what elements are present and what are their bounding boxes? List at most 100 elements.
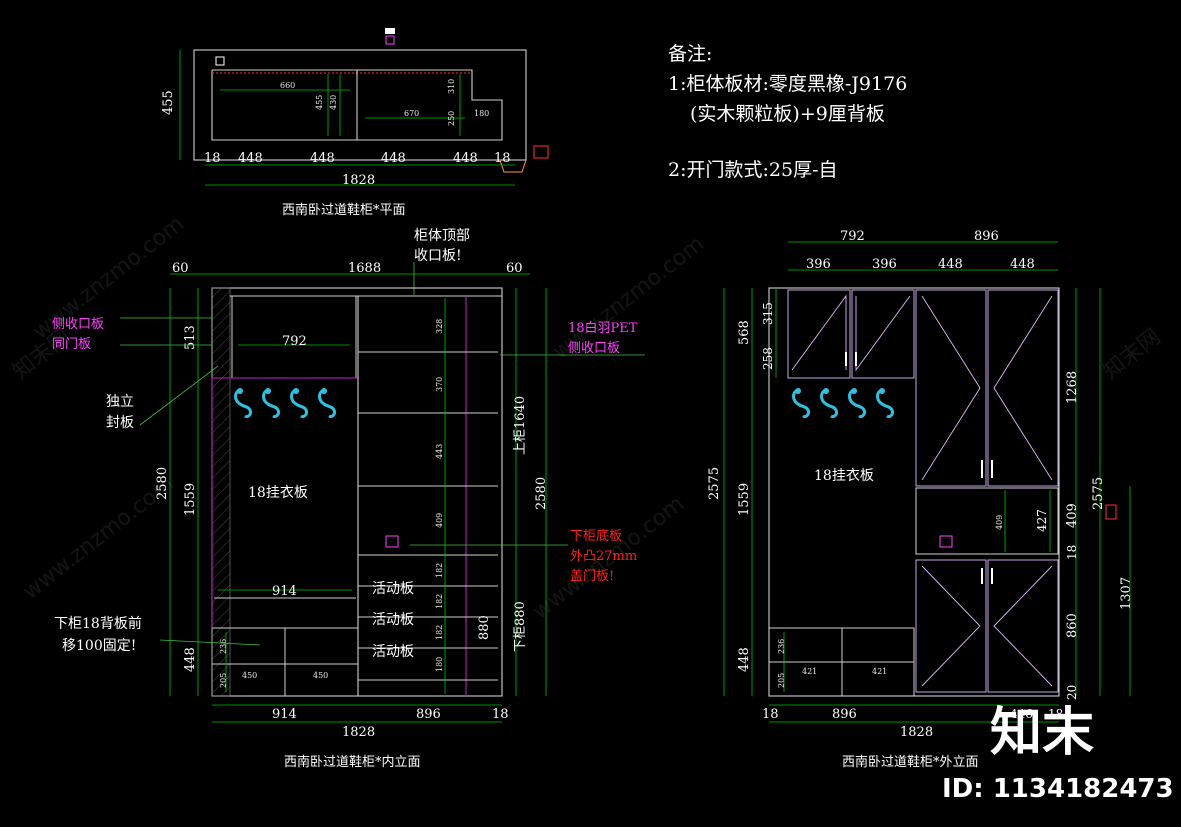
outer-hang-label: 18挂衣板 <box>814 468 874 484</box>
outer-total: 1828 <box>900 725 933 740</box>
plan-view: 660 455 430 670 310 250 180 455 18 448 4… <box>161 28 549 218</box>
outer-door-bottom-1 <box>915 559 987 693</box>
inner-note-white-1: 独立 <box>106 394 134 410</box>
inner-movable-1: 活动板 <box>372 581 414 597</box>
plan-marker-top-mag <box>385 35 395 45</box>
plan-marker-top <box>385 28 395 34</box>
inner-elevation: 60 1688 60 柜体顶部 收口板! 792 18挂衣板 914 <box>52 228 645 770</box>
inner-shelf-dim-8: 180 <box>435 657 444 672</box>
plan-dim-180: 180 <box>474 109 489 118</box>
plan-handle <box>499 159 527 173</box>
inner-movable-3: 活动板 <box>372 644 414 660</box>
outer-left-dim-448: 448 <box>737 647 752 672</box>
outer-top-dim-1: 792 <box>840 229 865 244</box>
outer-drawer-w2: 421 <box>872 667 887 676</box>
inner-top-dim-left: 60 <box>172 261 189 276</box>
plan-seg-4: 448 <box>381 151 406 166</box>
outer-bottom-dim-1: 18 <box>762 707 779 722</box>
outer-right-dim-1268: 1268 <box>1065 371 1080 404</box>
outer-right-dim-20: 20 <box>1065 685 1079 700</box>
outer-right-dim-409: 409 <box>1065 503 1080 528</box>
plan-dim-455: 455 <box>315 95 324 110</box>
inner-bottom-dim-3: 18 <box>492 707 509 722</box>
inner-shelf-dim-3: 443 <box>435 444 444 459</box>
outer-elevation: 792 896 396 396 448 448 409 427 <box>707 229 1134 770</box>
plan-title: 西南卧过道鞋柜*平面 <box>282 202 406 218</box>
outer-bottom-dim-4: 18 <box>1048 707 1063 721</box>
inner-top-dim-mid: 1688 <box>348 261 381 276</box>
notes-line-2: (实木颗粒板)+9厘背板 <box>690 103 885 125</box>
inner-right-dim-lower: 下柜880 <box>513 601 528 652</box>
inner-note-red-2: 外凸27mm <box>570 549 637 564</box>
outer-drawer-h1: 236 <box>777 639 786 654</box>
outer-door-bottom-2 <box>987 559 1059 693</box>
watermark-site-4: www.znzmo.com <box>528 491 689 624</box>
outer-door-tall-2 <box>987 289 1059 487</box>
outer-door-top-2 <box>851 289 915 379</box>
inner-right-dim-880: 880 <box>477 615 492 640</box>
outer-door-dim-3: 448 <box>938 257 963 272</box>
inner-top-note-2: 收口板! <box>414 248 462 264</box>
plan-dim-250: 250 <box>447 111 456 126</box>
inner-movable-2: 活动板 <box>372 612 414 628</box>
plan-dim-430: 430 <box>329 95 338 110</box>
inner-left-dim-1559: 1559 <box>183 483 198 516</box>
outer-drawer-w1: 421 <box>802 667 817 676</box>
inner-drawer-w1: 450 <box>242 671 257 680</box>
plan-seg-6: 18 <box>494 151 511 166</box>
outer-niche-dim-2: 427 <box>1035 509 1049 532</box>
inner-left-panel <box>211 287 231 697</box>
outer-door-top-1 <box>787 289 851 379</box>
inner-total: 1828 <box>342 725 375 740</box>
plan-cabinet-void <box>212 70 472 138</box>
inner-note-right-2: 侧收口板 <box>568 341 620 356</box>
watermark-site-3: www.znzmo.com <box>548 231 709 364</box>
inner-drawer-w2: 450 <box>313 671 328 680</box>
outer-title: 西南卧过道鞋柜*外立面 <box>842 754 979 770</box>
plan-dim-670: 670 <box>404 109 419 118</box>
inner-back-note-2: 移100固定! <box>62 638 136 654</box>
watermark-brand-logo: 知末 <box>990 703 1094 763</box>
inner-shelf-dim-4: 409 <box>435 513 444 528</box>
inner-top-box-dim: 792 <box>282 334 307 349</box>
outer-door-dim-2: 396 <box>872 257 897 272</box>
inner-top-note-1: 柜体顶部 <box>414 228 470 244</box>
outer-left-dim-315: 315 <box>761 302 775 325</box>
inner-shelf-dim-7: 182 <box>435 625 444 640</box>
inner-note-red-3: 盖门板! <box>570 569 614 584</box>
outer-right-dim-860: 860 <box>1065 613 1080 638</box>
inner-back-note-1: 下柜18背板前 <box>54 615 142 632</box>
outer-right-dim-total: 2575 <box>1091 477 1106 510</box>
inner-marker <box>385 535 399 548</box>
outer-bottom-dim-3: 446 <box>1010 707 1033 721</box>
inner-top-dim-right: 60 <box>506 261 523 276</box>
inner-note-right-1: 18白羽PET <box>568 320 638 336</box>
outer-left-dim-568: 568 <box>737 320 752 345</box>
inner-rail-dim: 914 <box>272 584 297 599</box>
inner-drawer-h1: 236 <box>219 639 228 654</box>
notes-block: 备注: 1:柜体板材:零度黑橡-J9176 (实木颗粒板)+9厘背板 2:开门款… <box>668 43 907 181</box>
watermark-cn-2: 知末网 <box>1098 324 1165 384</box>
watermark-site-2: www.znzmo.com <box>18 471 179 604</box>
inner-left-dim-448: 448 <box>183 647 198 672</box>
inner-shelf-dim-6: 182 <box>435 594 444 609</box>
inner-shelf-dim-5: 182 <box>435 563 444 578</box>
notes-heading: 备注: <box>668 43 712 65</box>
inner-left-dim-total: 2580 <box>155 467 170 500</box>
outer-left-dim-total: 2575 <box>707 467 722 500</box>
inner-title: 西南卧过道鞋柜*内立面 <box>284 754 421 770</box>
plan-marker-left <box>215 56 225 66</box>
outer-open-niche <box>915 487 1059 555</box>
inner-bottom-dim-2: 896 <box>416 707 441 722</box>
inner-bottom-dim-1: 914 <box>272 707 297 722</box>
outer-door-dim-4: 448 <box>1010 257 1035 272</box>
plan-marker-right <box>533 145 549 159</box>
outer-right-dim-18: 18 <box>1065 545 1079 560</box>
plan-seg-3: 448 <box>310 151 335 166</box>
inner-drawer-h2: 205 <box>219 673 228 688</box>
plan-dim-660: 660 <box>280 81 295 90</box>
inner-shelf-dim-2: 370 <box>435 377 444 392</box>
notes-line-1: 1:柜体板材:零度黑橡-J9176 <box>668 73 907 95</box>
inner-note-mag-1: 侧收口板 <box>52 317 104 332</box>
